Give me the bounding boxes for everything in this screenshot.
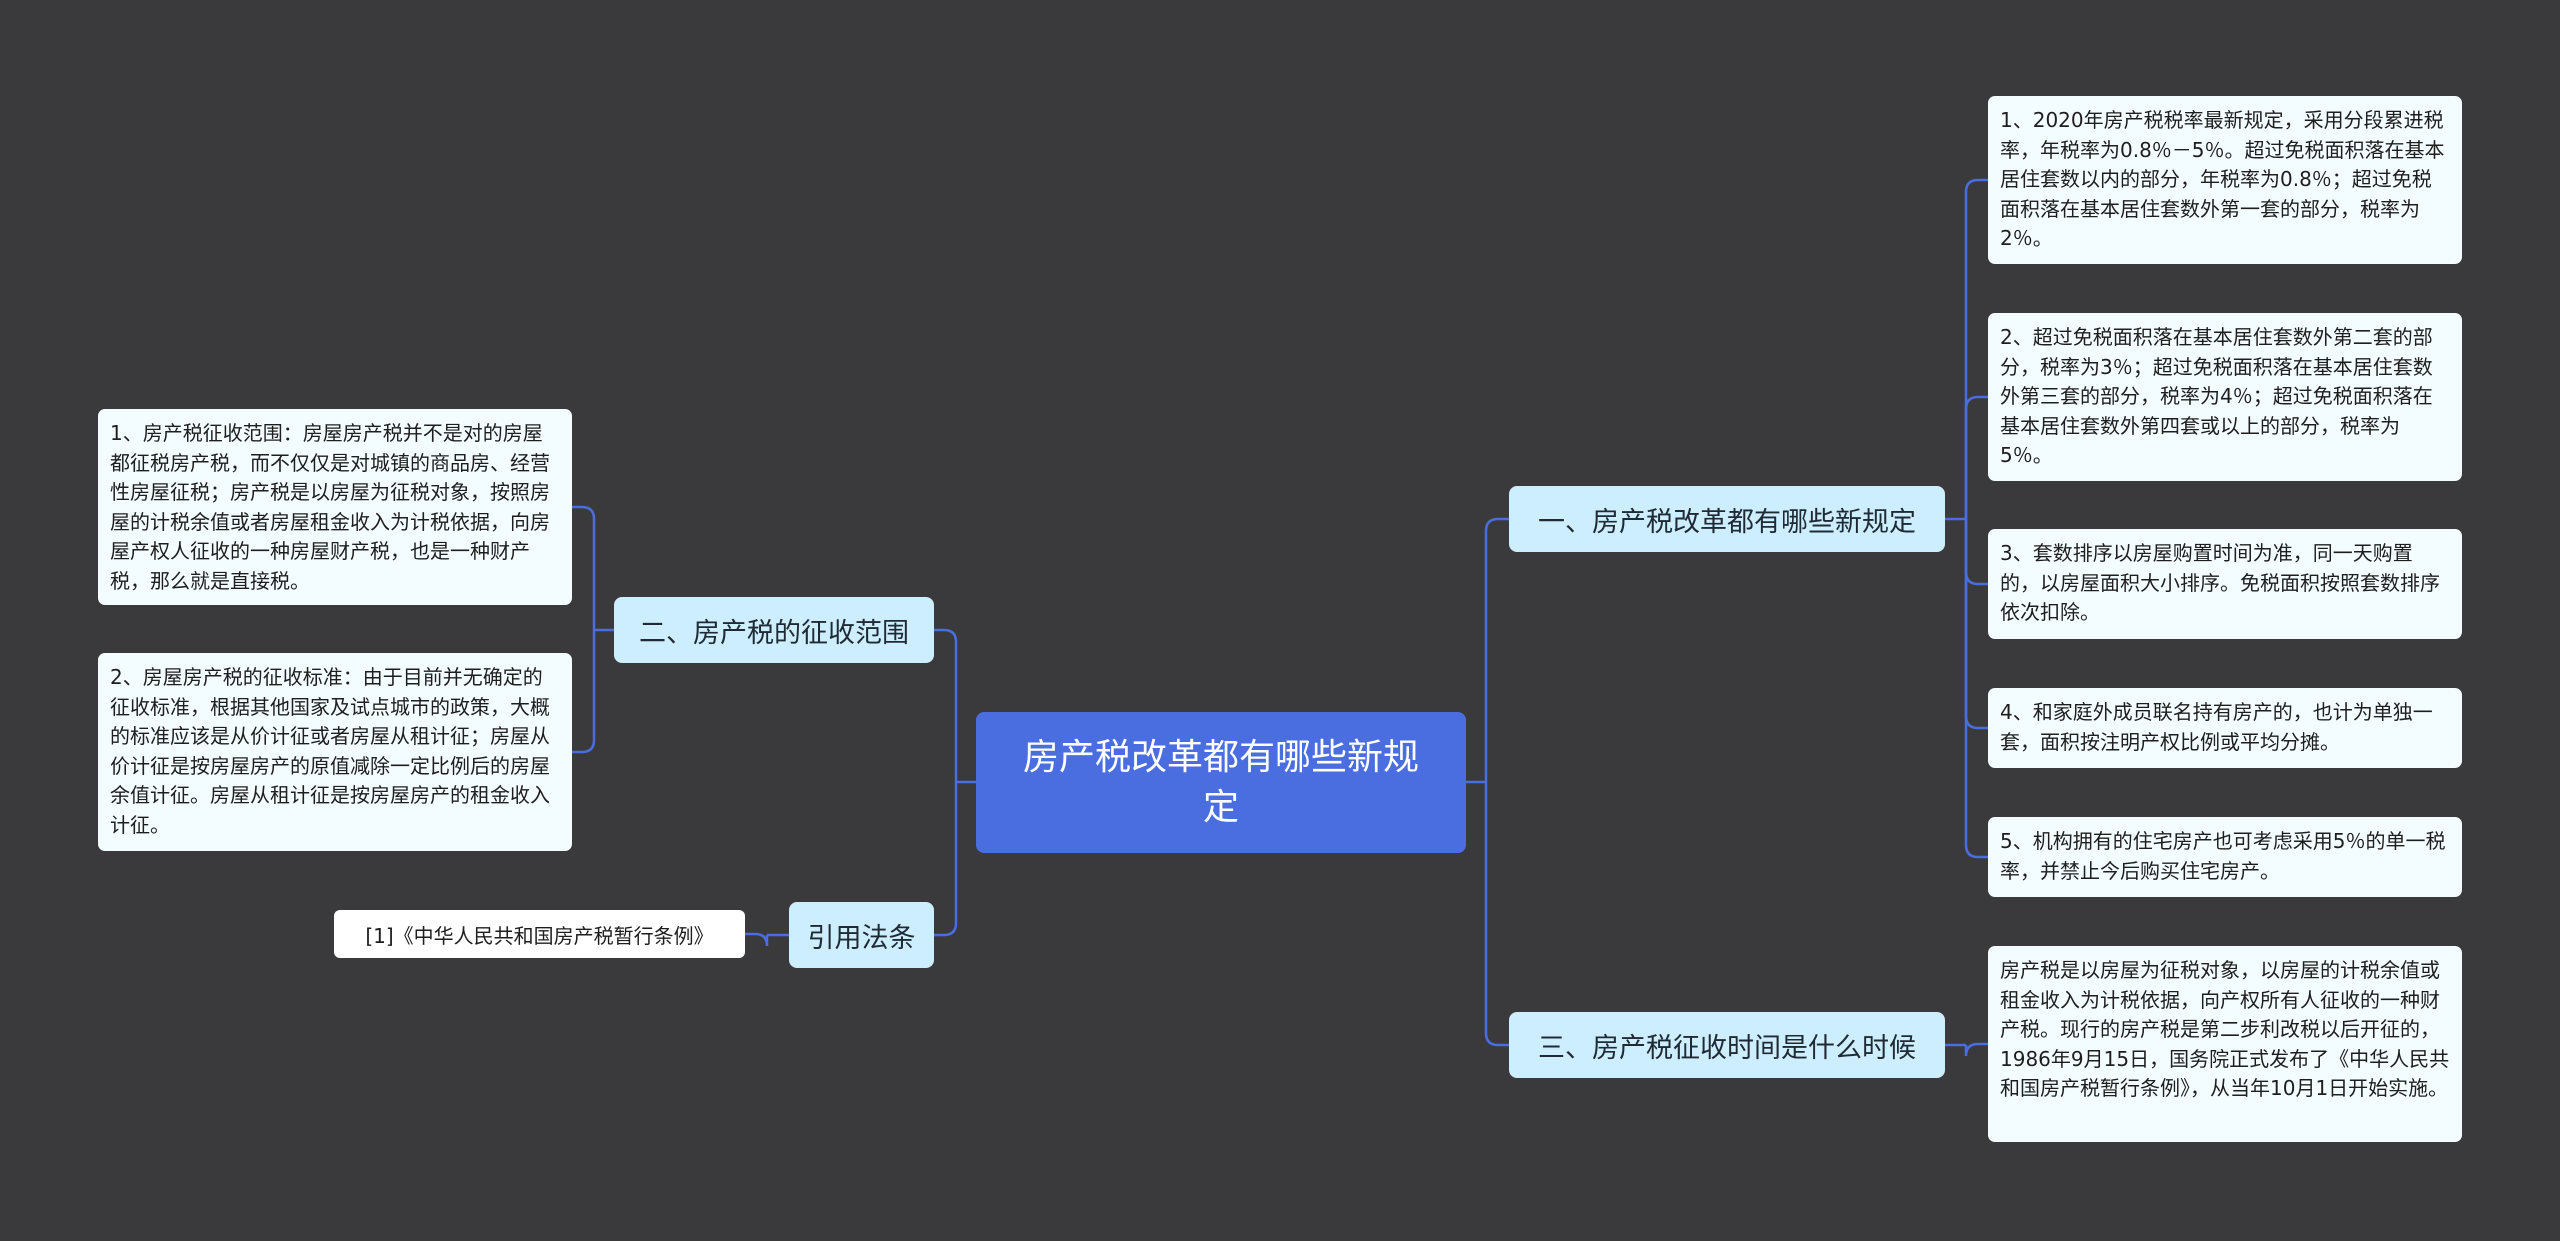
connector-line bbox=[1964, 519, 1988, 730]
legal-reference-item[interactable]: [1]《中华人民共和国房产税暂行条例》 bbox=[334, 910, 745, 958]
leaf-collection-time-1[interactable]: 房产税是以房屋为征税对象，以房屋的计税余值或租金收入为计税依据，向产权所有人征收… bbox=[1988, 946, 2462, 1142]
branch-collection-time-label: 三、房产税征收时间是什么时候 bbox=[1538, 1032, 1916, 1064]
leaf-text: 1、房产税征收范围：房屋房产税并不是对的房屋都征税房产税，而不仅仅是对城镇的商品… bbox=[110, 421, 550, 593]
leaf-new-rules-4[interactable]: 4、和家庭外成员联名持有房产的，也计为单独一套，面积按注明产权比例或平均分摊。 bbox=[1988, 688, 2462, 768]
branch-new-rules-label: 一、房产税改革都有哪些新规定 bbox=[1538, 506, 1916, 538]
connector-line bbox=[934, 628, 958, 782]
leaf-text: 4、和家庭外成员联名持有房产的，也计为单独一套，面积按注明产权比例或平均分摊。 bbox=[2000, 700, 2433, 754]
branch-legal-citation-label: 引用法条 bbox=[807, 922, 916, 954]
leaf-new-rules-3[interactable]: 3、套数排序以房屋购置时间为准，同一天购置的，以房屋面积大小排序。免税面积按照套… bbox=[1988, 529, 2462, 639]
branch-collection-scope[interactable]: 二、房产税的征收范围 bbox=[614, 597, 934, 663]
leaf-collection-scope-2[interactable]: 2、房屋房产税的征收标准：由于目前并无确定的征收标准，根据其他国家及试点城市的政… bbox=[98, 653, 572, 851]
root-topic-label: 房产税改革都有哪些新规定 bbox=[1022, 736, 1419, 828]
connector-line bbox=[1484, 782, 1509, 1047]
leaf-collection-scope-1[interactable]: 1、房产税征收范围：房屋房产税并不是对的房屋都征税房产税，而不仅仅是对城镇的商品… bbox=[98, 409, 572, 605]
root-topic[interactable]: 房产税改革都有哪些新规定 bbox=[976, 712, 1466, 853]
connector-line bbox=[572, 505, 596, 630]
legal-reference-text: [1]《中华人民共和国房产税暂行条例》 bbox=[365, 923, 714, 948]
connector-line bbox=[1964, 1042, 1988, 1057]
connector-line bbox=[1484, 517, 1509, 782]
leaf-text: 5、机构拥有的住宅房产也可考虑采用5％的单一税率，并禁止今后购买住宅房产。 bbox=[2000, 829, 2446, 883]
connector-line bbox=[1964, 519, 1988, 586]
leaf-new-rules-2[interactable]: 2、超过免税面积落在基本居住套数外第二套的部分，税率为3％；超过免税面积落在基本… bbox=[1988, 313, 2462, 481]
leaf-text: 房产税是以房屋为征税对象，以房屋的计税余值或租金收入为计税依据，向产权所有人征收… bbox=[2000, 958, 2450, 1100]
leaf-text: 2、房屋房产税的征收标准：由于目前并无确定的征收标准，根据其他国家及试点城市的政… bbox=[110, 665, 550, 837]
leaf-text: 1、2020年房产税税率最新规定，采用分段累进税率，年税率为0.8％－5％。超过… bbox=[2000, 108, 2445, 250]
branch-new-rules[interactable]: 一、房产税改革都有哪些新规定 bbox=[1509, 486, 1945, 552]
connector-line bbox=[1964, 178, 1988, 519]
connector-line bbox=[1964, 395, 1988, 519]
connector-line bbox=[572, 630, 596, 754]
leaf-new-rules-1[interactable]: 1、2020年房产税税率最新规定，采用分段累进税率，年税率为0.8％－5％。超过… bbox=[1988, 96, 2462, 264]
leaf-text: 2、超过免税面积落在基本居住套数外第二套的部分，税率为3％；超过免税面积落在基本… bbox=[2000, 325, 2433, 467]
branch-legal-citation[interactable]: 引用法条 bbox=[789, 902, 934, 968]
connector-line bbox=[934, 782, 958, 937]
leaf-text: 3、套数排序以房屋购置时间为准，同一天购置的，以房屋面积大小排序。免税面积按照套… bbox=[2000, 541, 2440, 624]
branch-collection-scope-label: 二、房产税的征收范围 bbox=[639, 617, 909, 649]
leaf-new-rules-5[interactable]: 5、机构拥有的住宅房产也可考虑采用5％的单一税率，并禁止今后购买住宅房产。 bbox=[1988, 817, 2462, 897]
connector-line bbox=[1964, 519, 1988, 859]
connector-line bbox=[745, 932, 769, 947]
branch-collection-time[interactable]: 三、房产税征收时间是什么时候 bbox=[1509, 1012, 1945, 1078]
